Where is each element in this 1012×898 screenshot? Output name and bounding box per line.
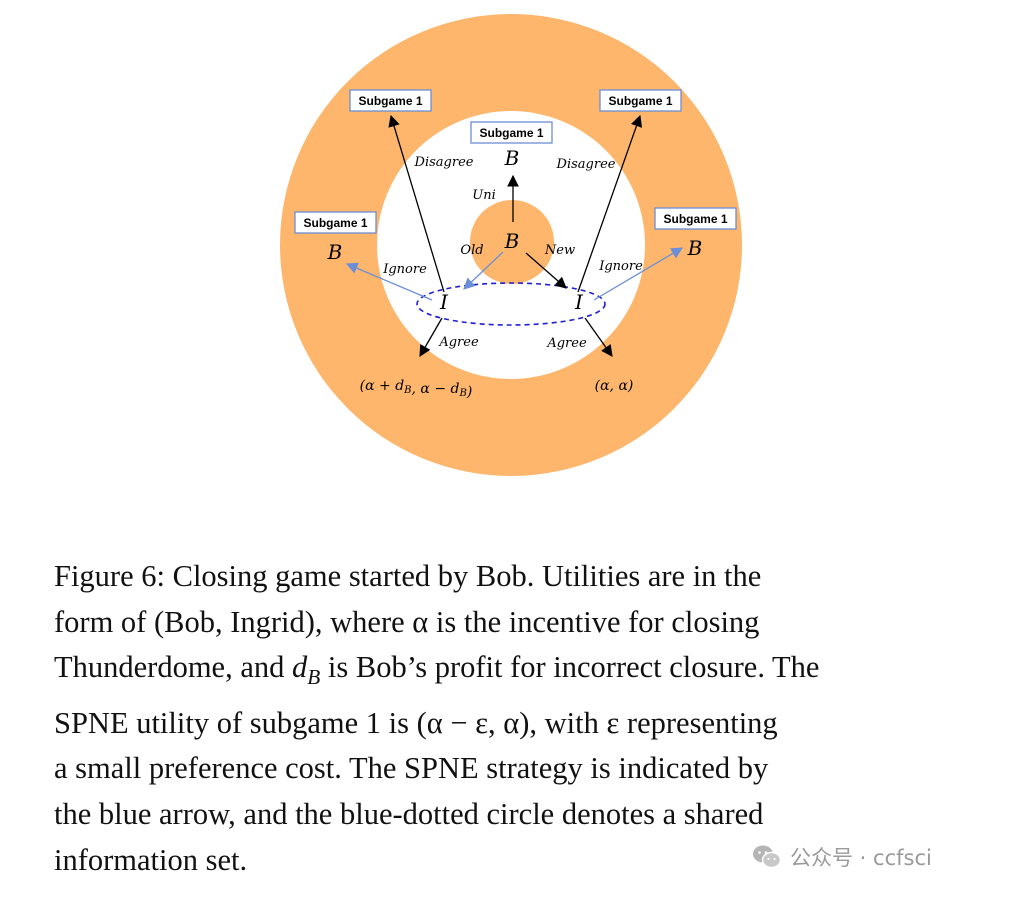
edge-new (525, 252, 567, 289)
edge-disagree-right (577, 114, 643, 293)
label-disagree-right: Disagree (556, 157, 616, 172)
information-set-ellipse (416, 282, 606, 326)
node-left-ingrid: I (439, 290, 449, 314)
node-root-bob: B (504, 229, 520, 253)
payoff-right: (α, α) (595, 378, 634, 394)
caption-line: form of (Bob, Ingrid), where α is the in… (54, 604, 760, 639)
subgame-label: Subgame 1 (303, 216, 367, 230)
label-ignore-left: Ignore (382, 262, 427, 277)
subgame-label: Subgame 1 (608, 94, 672, 108)
watermark-text: 公众号 · ccfsci (790, 846, 932, 870)
edge-ignore-left-spne (345, 262, 433, 301)
figure-caption: Figure 6: Closing game started by Bob. U… (54, 554, 970, 883)
label-new: New (544, 243, 575, 258)
subgame-label: Subgame 1 (358, 94, 422, 108)
label-uni: Uni (472, 188, 496, 203)
caption-line: information set. (54, 842, 248, 877)
subgame-label: Subgame 1 (479, 126, 543, 140)
edge-ignore-right-spne (593, 247, 684, 301)
caption-line: Figure 6: Closing game started by Bob. U… (54, 559, 762, 593)
wechat-icon (753, 845, 782, 869)
label-agree-right: Agree (546, 336, 587, 351)
edge-agree-left (419, 317, 443, 358)
label-ignore-right: Ignore (598, 259, 643, 274)
caption-line: a small preference cost. The SPNE strate… (54, 751, 769, 786)
watermark: 公众号 · ccfsci (752, 842, 932, 872)
caption-line: the blue arrow, and the blue-dotted circ… (54, 797, 764, 832)
node-top-bob: B (504, 146, 520, 170)
subgame-box-top-center: Subgame 1 (470, 121, 553, 144)
edge-old-spne (463, 251, 504, 290)
subgame-box-top-left: Subgame 1 (349, 89, 432, 112)
subgame-box-top-right: Subgame 1 (599, 89, 682, 112)
subgame-box-left: Subgame 1 (294, 211, 377, 234)
node-left-bob: B (327, 240, 343, 264)
edge-disagree-left (388, 114, 445, 293)
label-agree-left: Agree (438, 335, 479, 350)
node-right-bob: B (687, 236, 703, 260)
label-disagree-left: Disagree (414, 155, 474, 170)
subgame-box-right: Subgame 1 (654, 207, 737, 230)
caption-line: Thunderdome, and dB is Bob’s profit for … (54, 650, 820, 690)
node-right-ingrid: I (574, 290, 584, 314)
subgame-label: Subgame 1 (663, 212, 727, 226)
game-tree-diagram: Subgame 1 Subgame 1 Subgame 1 Subgame 1 … (280, 14, 742, 476)
caption-line: SPNE utility of subgame 1 is (α − ε, α),… (54, 705, 778, 740)
payoff-left: (α + dB, α − dB) (360, 378, 473, 400)
label-old: Old (460, 243, 483, 258)
edge-agree-right (584, 317, 613, 357)
